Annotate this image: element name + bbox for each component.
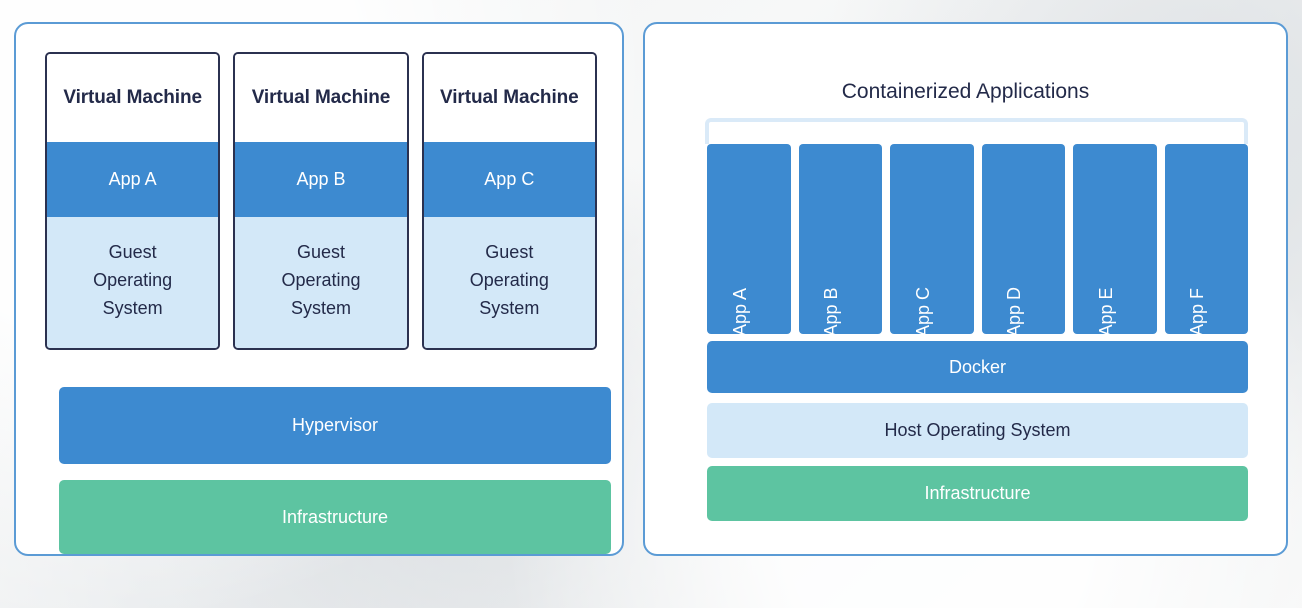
vm-app-label-a: App A: [108, 169, 157, 189]
vm-app-label-c: App C: [484, 169, 535, 189]
virtual-machine-card-a[interactable]: Virtual Machine App A Guest Operating Sy…: [45, 52, 221, 350]
vm-title-b: Virtual Machine: [251, 87, 391, 108]
host-operating-system-band[interactable]: Host Operating System: [707, 403, 1248, 458]
docker-band[interactable]: Docker: [707, 341, 1248, 393]
vm-title-zone-b: Virtual Machine: [235, 54, 407, 142]
vm-guest-os-label-c: Guest Operating System: [469, 241, 549, 318]
vm-guest-os-label-a: Guest Operating System: [93, 241, 173, 318]
vm-app-zone-c: App C: [423, 142, 595, 217]
container-app-c[interactable]: App C: [890, 144, 974, 334]
container-infrastructure-label: Infrastructure: [924, 483, 1031, 503]
host-operating-system-label: Host Operating System: [884, 420, 1071, 440]
vm-app-zone-b: App B: [235, 142, 407, 217]
vm-title-zone-a: Virtual Machine: [47, 54, 219, 142]
container-app-label-a: App A: [729, 287, 750, 334]
hypervisor-band[interactable]: Hypervisor: [59, 387, 611, 464]
virtual-machine-panel: Virtual Machine App A Guest Operating Sy…: [14, 22, 624, 556]
vm-guest-os-zone-a: Guest Operating System: [47, 217, 219, 348]
virtual-machine-card-c[interactable]: Virtual Machine App C Guest Operating Sy…: [421, 52, 597, 350]
vm-guest-os-zone-c: Guest Operating System: [423, 217, 595, 348]
container-app-label-b: App B: [821, 287, 842, 334]
container-app-row: App A App B App C App D App E App F: [707, 144, 1248, 334]
container-app-e[interactable]: App E: [1073, 144, 1157, 334]
container-app-label-f: App F: [1187, 287, 1208, 334]
container-app-a[interactable]: App A: [707, 144, 791, 334]
container-app-f[interactable]: App F: [1164, 144, 1248, 334]
container-app-label-d: App D: [1004, 286, 1025, 334]
vm-title-c: Virtual Machine: [440, 87, 579, 108]
container-app-label-c: App C: [912, 286, 933, 334]
vm-infrastructure-label: Infrastructure: [281, 506, 389, 527]
vm-infrastructure-band[interactable]: Infrastructure: [59, 480, 611, 554]
vm-title-zone-c: Virtual Machine: [423, 54, 595, 142]
vm-app-label-b: App B: [296, 169, 346, 189]
vm-guest-os-label-b: Guest Operating System: [281, 241, 361, 318]
vm-guest-os-zone-b: Guest Operating System: [235, 217, 407, 348]
container-app-d[interactable]: App D: [981, 144, 1065, 334]
container-infrastructure-band[interactable]: Infrastructure: [707, 466, 1248, 521]
virtual-machine-row: Virtual Machine App A Guest Operating Sy…: [45, 52, 597, 350]
virtual-machine-card-b[interactable]: Virtual Machine App B Guest Operating Sy…: [233, 52, 409, 350]
docker-label: Docker: [948, 356, 1006, 377]
containerized-applications-title: Containerized Applications: [841, 80, 1090, 103]
container-app-label-e: App E: [1095, 287, 1116, 334]
vm-app-zone-a: App A: [47, 142, 219, 217]
vm-title-a: Virtual Machine: [63, 87, 202, 108]
hypervisor-label: Hypervisor: [291, 415, 379, 435]
container-app-b[interactable]: App B: [798, 144, 882, 334]
containerized-applications-bracket: [705, 118, 1248, 144]
